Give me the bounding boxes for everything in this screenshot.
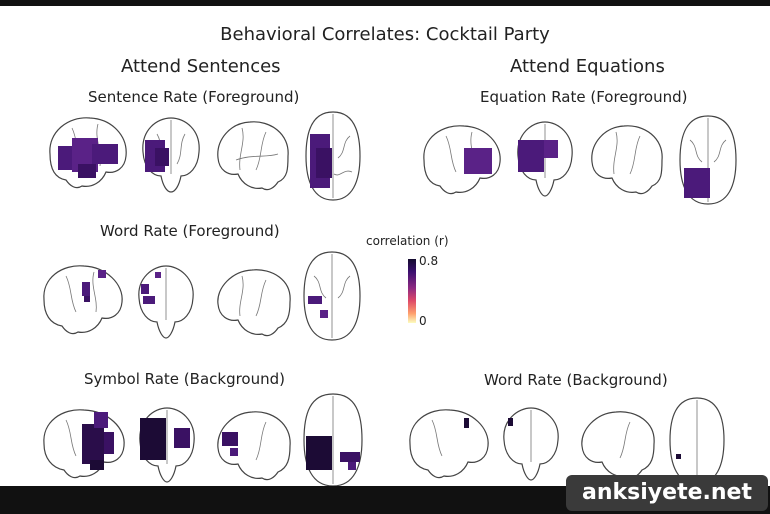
column-heading-equations: Attend Equations xyxy=(510,56,665,77)
colorbar-label: correlation (r) xyxy=(366,234,449,248)
brain-word-bg-left-sagittal xyxy=(409,409,489,479)
brain-word-bg-right-sagittal xyxy=(581,411,655,479)
brain-word-fg-coronal xyxy=(138,265,194,339)
colorbar-min-label: 0 xyxy=(419,314,427,328)
brain-sentence-fg-left-sagittal xyxy=(49,117,127,189)
watermark-badge: anksiyete.net xyxy=(566,475,768,511)
brain-word-fg-axial xyxy=(303,251,361,341)
brain-word-fg-left-sagittal xyxy=(43,265,123,335)
panel-title-equation-rate-fg: Equation Rate (Foreground) xyxy=(480,88,688,106)
brain-symbol-bg-coronal xyxy=(139,407,195,483)
brain-symbol-bg-right-sagittal xyxy=(217,411,291,481)
brain-word-bg-coronal xyxy=(503,407,559,481)
colorbar xyxy=(408,259,416,323)
brain-word-fg-right-sagittal xyxy=(217,269,291,337)
panel-title-symbol-rate-bg: Symbol Rate (Background) xyxy=(84,370,285,388)
column-heading-sentences: Attend Sentences xyxy=(121,56,281,77)
panel-title-word-rate-bg: Word Rate (Background) xyxy=(484,371,668,389)
brain-sentence-fg-axial xyxy=(305,111,361,201)
panel-title-sentence-rate-fg: Sentence Rate (Foreground) xyxy=(88,88,300,106)
brain-equation-fg-right-sagittal xyxy=(591,125,663,195)
top-letterbox xyxy=(0,0,770,6)
brain-equation-fg-axial xyxy=(679,115,737,205)
brain-word-bg-axial xyxy=(669,397,725,485)
brain-symbol-bg-axial xyxy=(303,393,363,487)
brain-sentence-fg-coronal xyxy=(142,117,200,193)
brain-equation-fg-coronal xyxy=(517,121,573,197)
panel-title-word-rate-fg: Word Rate (Foreground) xyxy=(100,222,280,240)
brain-sentence-fg-right-sagittal xyxy=(217,121,289,191)
figure-title: Behavioral Correlates: Cocktail Party xyxy=(220,24,550,45)
brain-equation-fg-left-sagittal xyxy=(423,125,501,195)
colorbar-max-label: 0.8 xyxy=(419,254,439,268)
brain-symbol-bg-left-sagittal xyxy=(43,409,125,479)
